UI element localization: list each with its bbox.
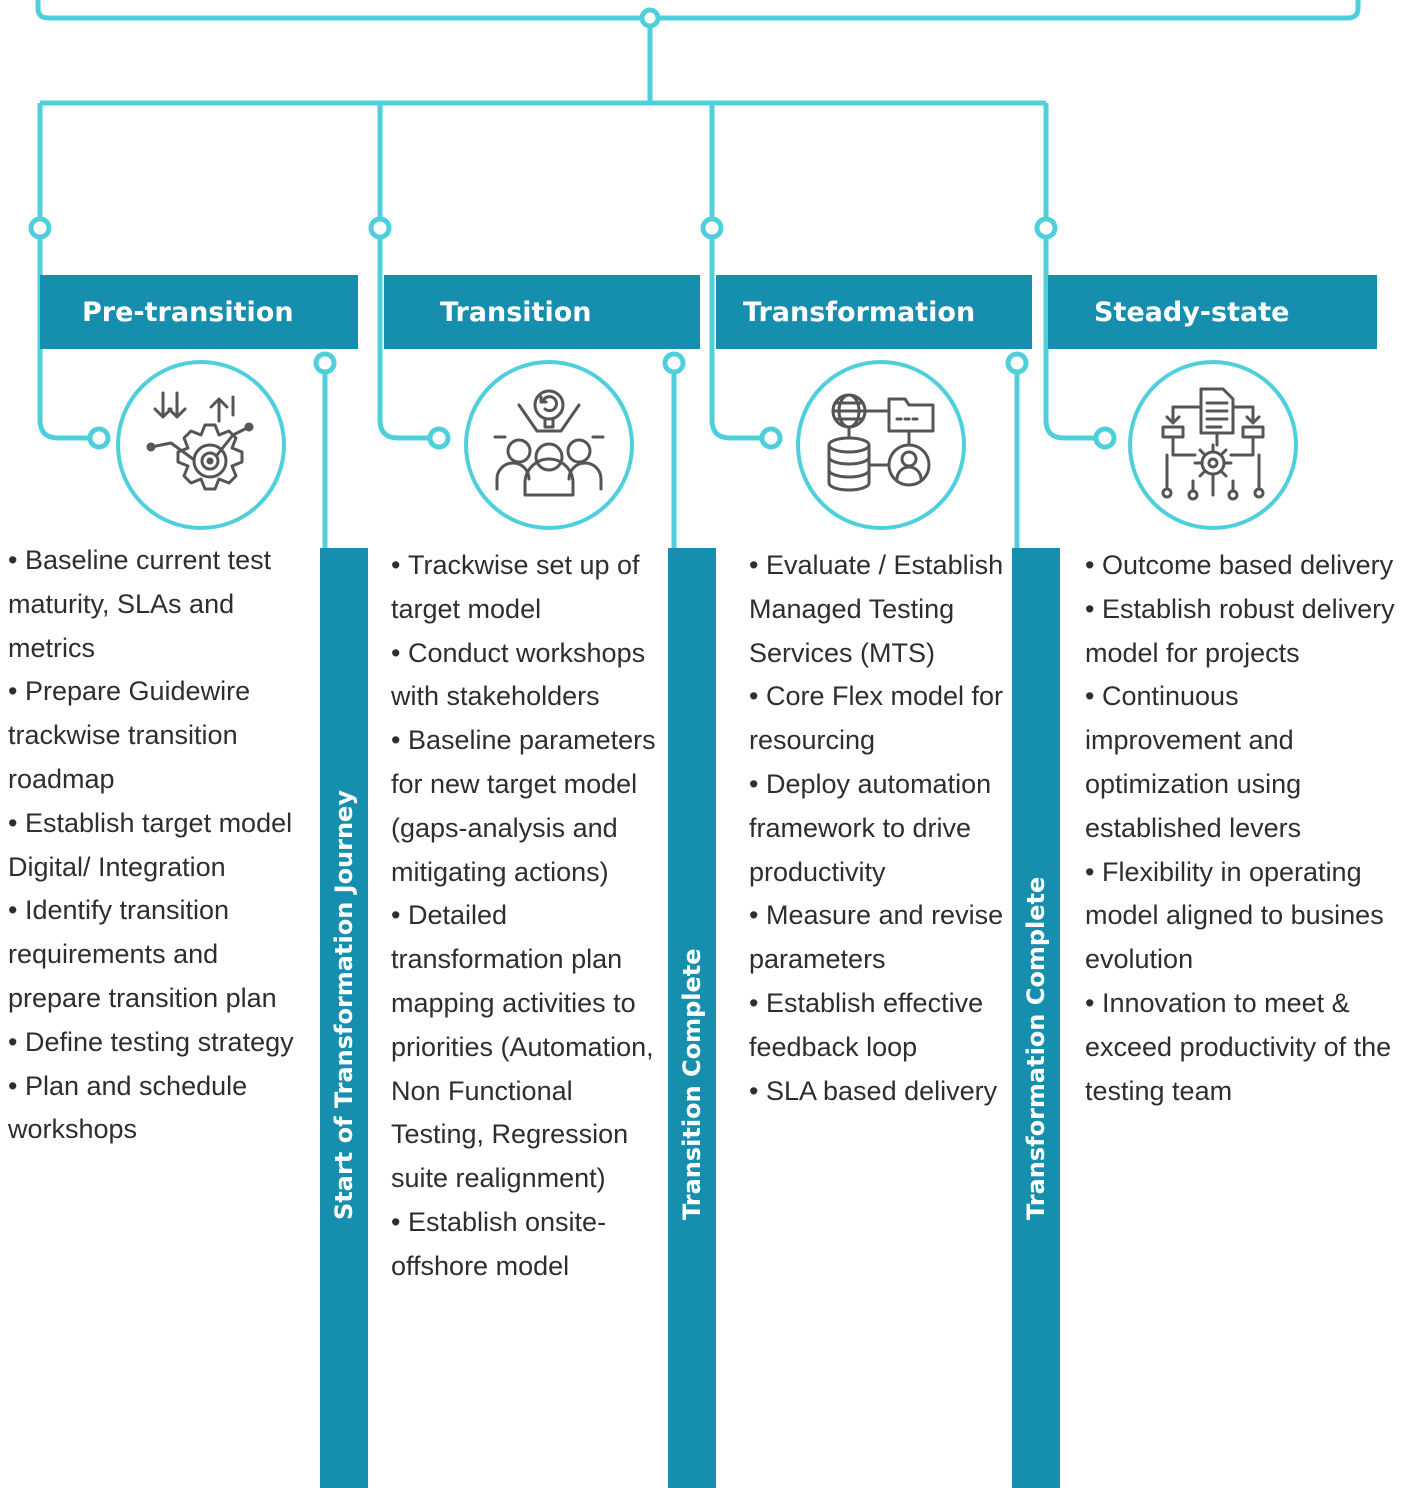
list-item: Trackwise set up of target model [391, 544, 657, 632]
list-item: Baseline parameters for new target model… [391, 719, 657, 894]
phase-title: Steady-state [1094, 296, 1290, 328]
phase-icon-circle [464, 360, 634, 530]
list-item: Define testing strategy [8, 1021, 314, 1065]
phase-header-transition: Transition [384, 275, 700, 349]
bullet-list-transition: Trackwise set up of target model Conduct… [391, 544, 657, 1289]
phase-header-pre-transition: Pre-transition [40, 275, 358, 349]
list-item: Innovation to meet & exceed productivity… [1085, 982, 1399, 1113]
phase-title: Pre-transition [82, 296, 294, 328]
list-item: Establish target model Digital/ Integrat… [8, 802, 314, 890]
process-flow-icon [1161, 387, 1265, 501]
milestone-label: Transformation Complete [1022, 876, 1050, 1220]
team-leader-icon [493, 389, 605, 497]
list-item: Detailed transformation plan mapping act… [391, 894, 657, 1201]
list-item: Measure and revise parameters [749, 894, 1005, 982]
phase-header-steady-state: Steady-state [1048, 275, 1377, 349]
list-item: Core Flex model for resourcing [749, 675, 1005, 763]
bullet-list-pre-transition: Baseline current test maturity, SLAs and… [8, 539, 314, 1152]
milestone-label: Start of Transformation Journey [330, 790, 358, 1220]
list-item: SLA based delivery [749, 1070, 1005, 1114]
list-item: Deploy automation framework to drive pro… [749, 763, 1005, 894]
milestone-bar-start: Start of Transformation Journey [320, 548, 368, 1488]
phase-header-transformation: Transformation [716, 275, 1032, 349]
list-item: Establish onsite-offshore model [391, 1201, 657, 1289]
list-item: Continuous improvement and optimization … [1085, 675, 1399, 850]
list-item: Identify transition requirements and pre… [8, 889, 314, 1020]
list-item: Plan and schedule workshops [8, 1065, 314, 1153]
phase-icon-circle [1128, 360, 1298, 530]
list-item: Establish robust delivery model for proj… [1085, 588, 1399, 676]
milestone-label: Transition Complete [678, 948, 706, 1220]
bullet-list-steady-state: Outcome based delivery Establish robust … [1085, 544, 1399, 1113]
gear-target-icon [146, 391, 254, 491]
phase-title: Transition [440, 296, 592, 328]
list-item: Flexibility in operating model aligned t… [1085, 851, 1399, 982]
phase-icon-circle [116, 360, 286, 530]
milestone-bar-transformation-complete: Transformation Complete [1012, 548, 1060, 1488]
list-item: Baseline current test maturity, SLAs and… [8, 539, 314, 670]
list-item: Evaluate / Establish Managed Testing Ser… [749, 544, 1005, 675]
milestone-bar-transition-complete: Transition Complete [668, 548, 716, 1488]
bullet-list-transformation: Evaluate / Establish Managed Testing Ser… [749, 544, 1005, 1113]
list-item: Outcome based delivery [1085, 544, 1399, 588]
data-network-icon [827, 393, 935, 492]
phase-title: Transformation [743, 296, 976, 328]
list-item: Establish effective feedback loop [749, 982, 1005, 1070]
list-item: Prepare Guidewire trackwise transition r… [8, 670, 314, 801]
list-item: Conduct workshops with stakeholders [391, 632, 657, 720]
phase-icon-circle [796, 360, 966, 530]
